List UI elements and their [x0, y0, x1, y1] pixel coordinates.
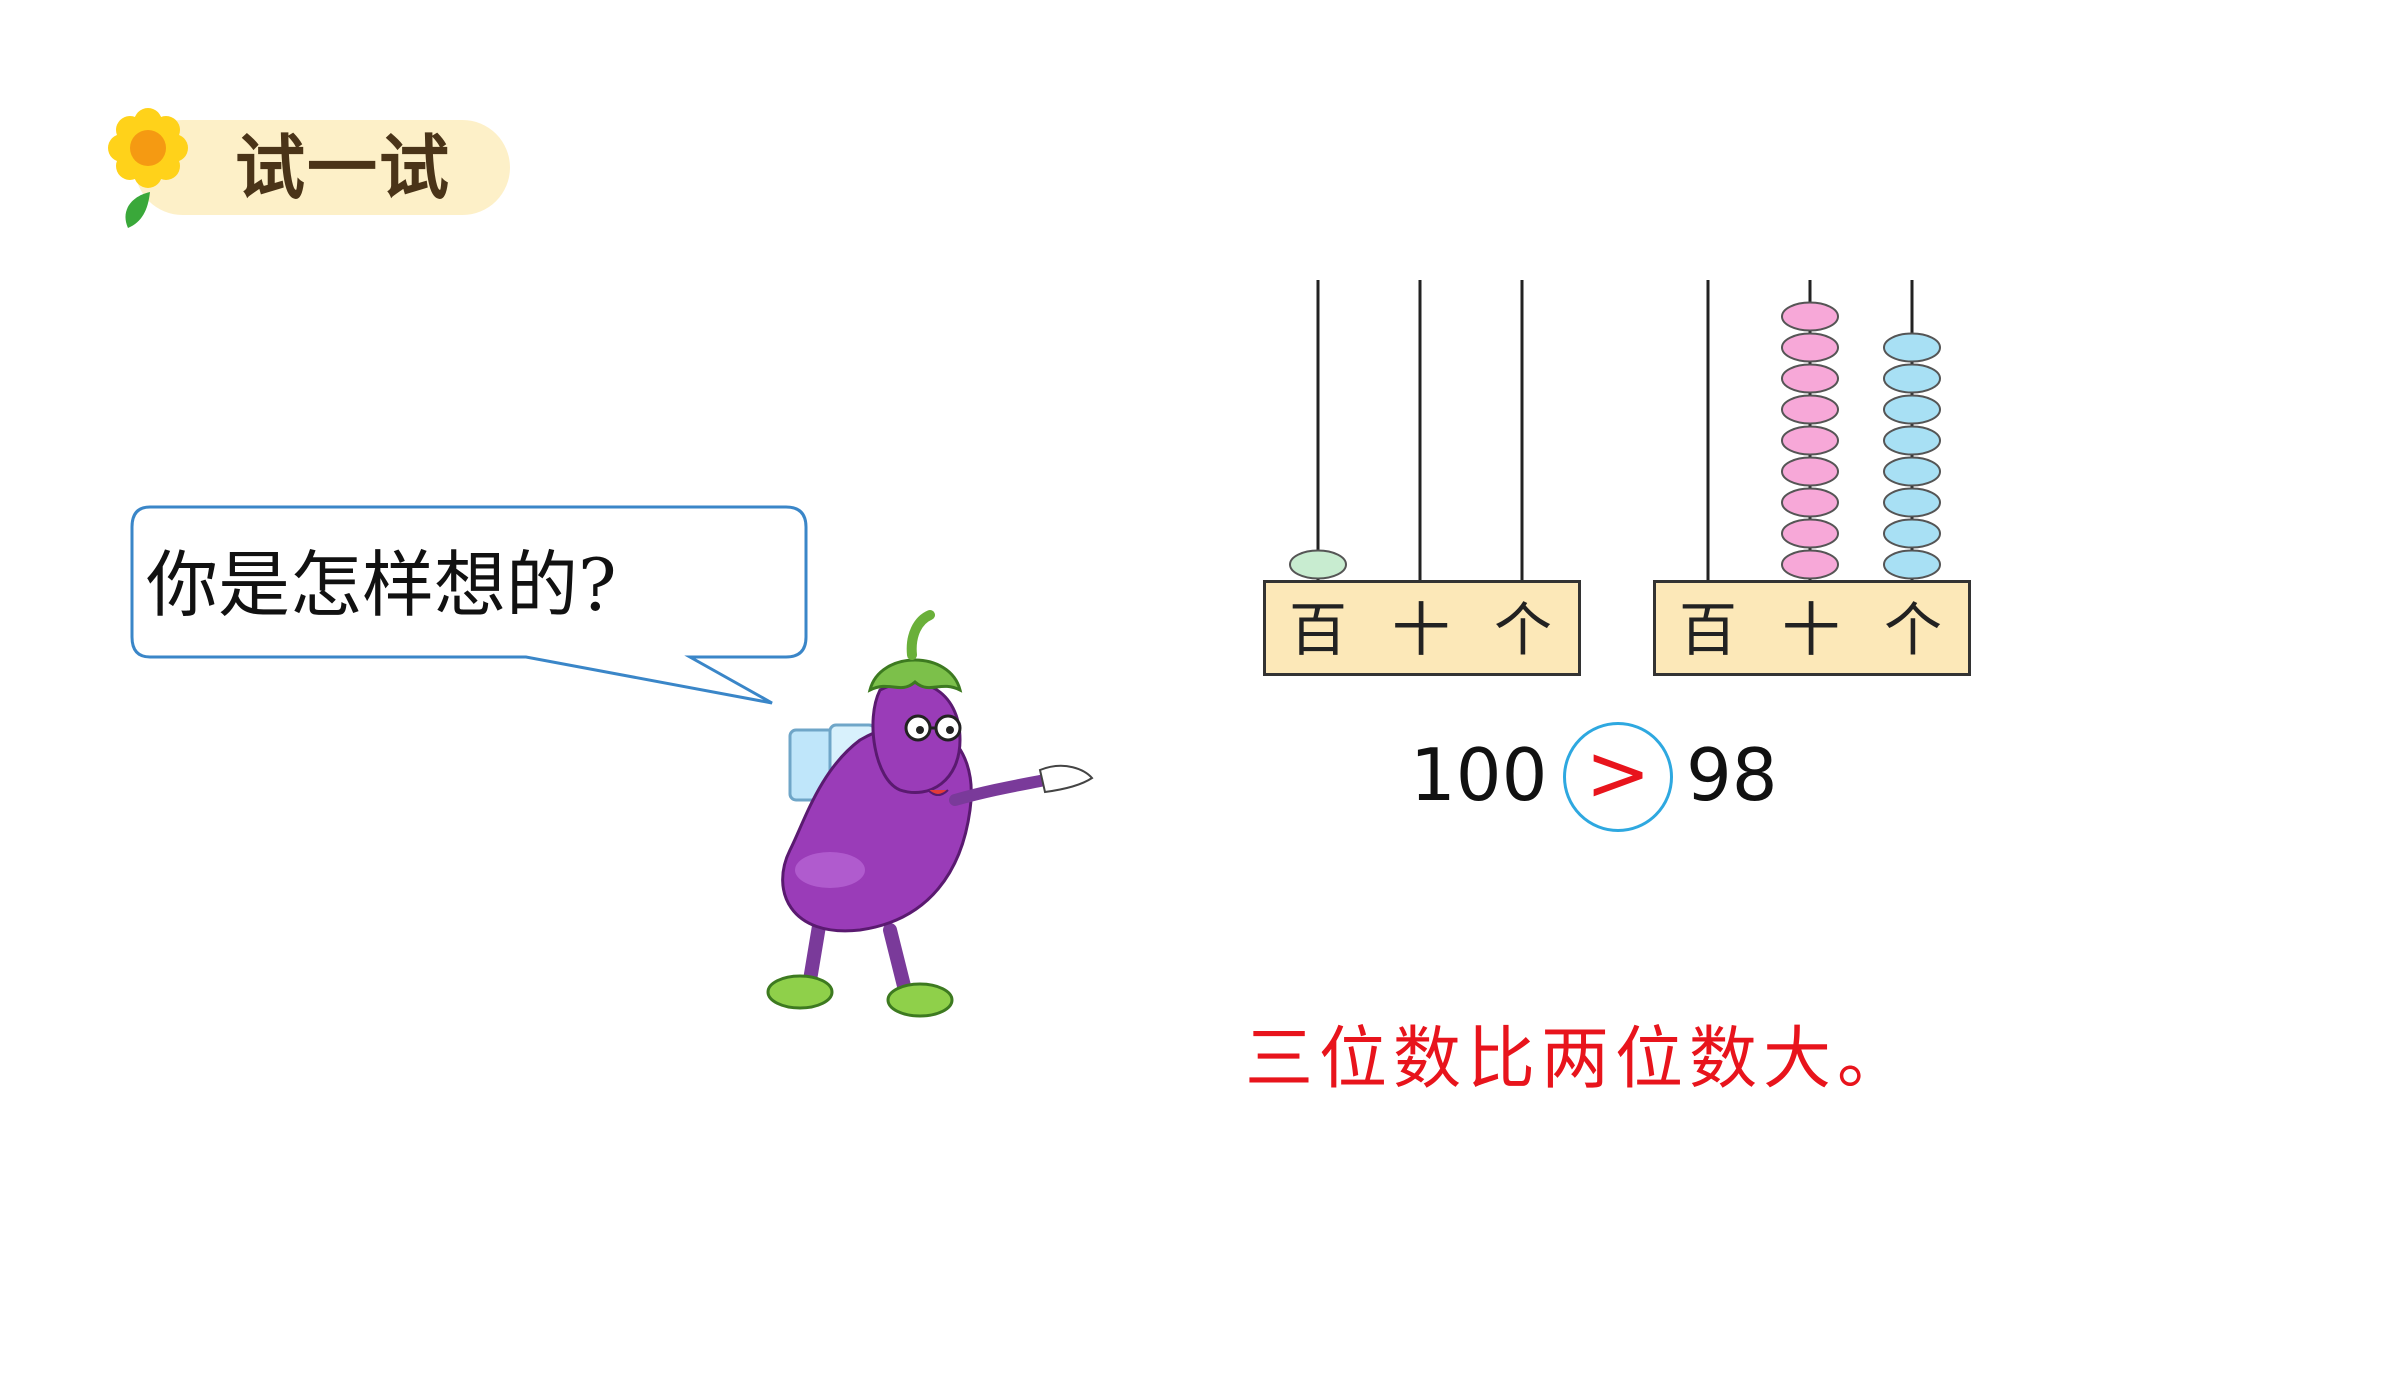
abacus-bead-tens [1781, 487, 1839, 518]
abacus-bead-tens [1781, 363, 1839, 394]
place-label-ones: 个 [1493, 596, 1552, 664]
abacus-base [1263, 580, 1581, 676]
eggplant-character [766, 610, 1094, 1018]
conclusion-text: 三位数比两位数大。 [1245, 1020, 1912, 1099]
abacus-hundred [1289, 280, 1524, 580]
bubble-question: 你是怎样想的? [146, 543, 617, 627]
abacus-bead-ones [1883, 363, 1941, 394]
place-label-tens: 十 [1781, 596, 1840, 664]
place-label-tens: 十 [1391, 596, 1450, 664]
abacus-bead-tens [1781, 456, 1839, 487]
compare-circle [1563, 722, 1673, 832]
abacus-bead-tens [1781, 518, 1839, 549]
abacus-bead-ones [1883, 518, 1941, 549]
header-pill [135, 120, 510, 215]
abacus-bead-tens [1781, 425, 1839, 456]
place-label-hundreds: 百 [1288, 596, 1347, 664]
place-label-ones: 个 [1883, 596, 1942, 664]
abacus-bead-hundreds [1289, 549, 1347, 580]
abacus-bead-tens [1781, 549, 1839, 580]
place-label-hundreds: 百 [1678, 596, 1737, 664]
abacus-ninety-eight [1706, 280, 1941, 580]
speech-bubble [130, 505, 808, 705]
abacus-bead-ones [1883, 487, 1941, 518]
sunflower-icon [108, 108, 188, 228]
abacus-base [1653, 580, 1971, 676]
abacus-bead-tens [1781, 332, 1839, 363]
abacus-bead-ones [1883, 456, 1941, 487]
section-title: 试一试 [235, 127, 451, 209]
abacus-bead-ones [1883, 394, 1941, 425]
abacus-bead-ones [1883, 425, 1941, 456]
number-right: 98 [1686, 733, 1778, 817]
greater-than-symbol: > [1585, 729, 1651, 819]
abacus-bead-ones [1883, 332, 1941, 363]
abacus-bead-tens [1781, 301, 1839, 332]
number-left: 100 [1410, 733, 1548, 817]
abacus-bead-tens [1781, 394, 1839, 425]
abacus-bead-ones [1883, 549, 1941, 580]
